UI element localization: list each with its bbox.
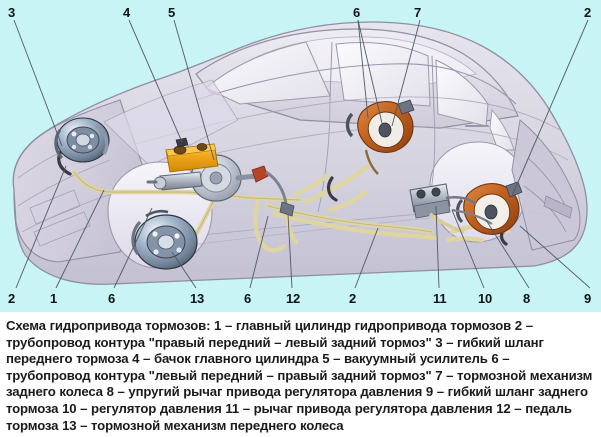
callout-bottom-2a: 2 (8, 291, 16, 306)
callout-bottom-1: 1 (50, 291, 58, 306)
callout-top-4: 4 (123, 5, 131, 20)
callout-top-3: 3 (8, 5, 16, 20)
rear-brake-mechanism-lower (455, 181, 523, 235)
callout-bottom-11: 11 (433, 291, 447, 306)
callout-top-7: 7 (414, 5, 422, 20)
callout-bottom-6a: 6 (108, 291, 116, 306)
figure-caption: Схема гидропривода тормозов: 1 – главный… (0, 312, 601, 437)
callout-bottom-10: 10 (478, 291, 493, 306)
car-illustration (12, 19, 591, 289)
callout-top-6: 6 (353, 5, 361, 20)
figure-caption-text: Схема гидропривода тормозов: 1 – главный… (6, 318, 593, 433)
callout-bottom-9: 9 (584, 291, 592, 306)
front-brake-mechanism-upper (54, 117, 110, 163)
callout-top-5: 5 (168, 5, 176, 20)
callout-bottom-12: 12 (286, 291, 301, 306)
pressure-regulator-assembly (409, 183, 493, 234)
callout-top-2: 2 (584, 5, 592, 20)
rear-brake-mechanism-upper (345, 99, 415, 175)
callout-bottom-13: 13 (190, 291, 205, 306)
callout-leader-lines (13, 19, 591, 289)
callout-bottom-6b: 6 (244, 291, 252, 306)
master-cylinder-assembly (146, 137, 295, 217)
callout-bottom-2b: 2 (349, 291, 357, 306)
callout-bottom-8: 8 (523, 291, 531, 306)
front-brake-mechanism-lower (131, 209, 198, 270)
brake-system-diagram: 3 4 5 6 7 2 2 1 6 13 6 12 2 11 10 8 9 (0, 0, 601, 312)
